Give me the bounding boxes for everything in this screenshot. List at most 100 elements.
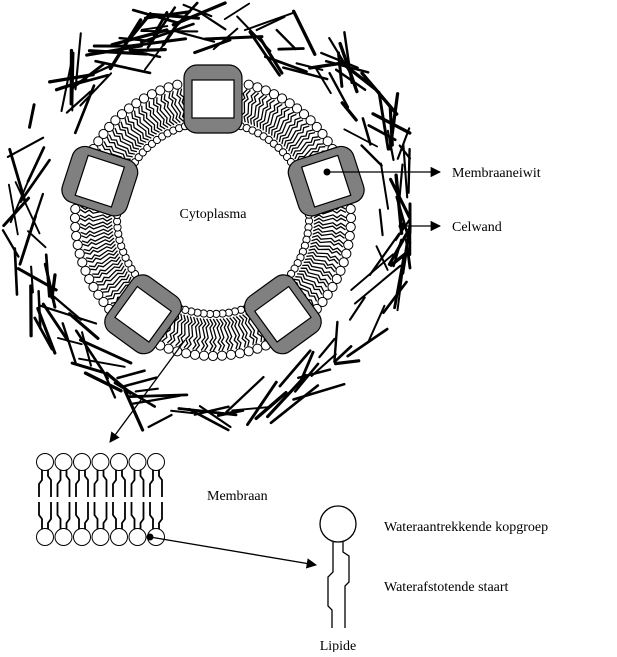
cell-wall-fiber [75,86,94,133]
zoom-tail [95,470,98,497]
zoom-head-bottom [92,529,109,546]
lipid-head-outer [164,344,173,353]
lipid-head-outer [75,249,84,258]
lipid-head-outer [346,204,355,213]
cell-wall-fiber [245,12,295,30]
zoom-head-top [55,454,72,471]
zoom-tail [76,502,79,529]
lipid-tail-left [328,542,333,628]
lipid-head-outer [72,231,81,240]
zoom-head-top [92,454,109,471]
zoom-tail [132,470,135,497]
membrane-protein [100,270,187,359]
cell-wall-fiber [400,165,403,197]
zoom-head-bottom [111,529,128,546]
cell-wall-fiber [3,230,18,256]
cell-wall-fiber [277,30,296,49]
zoom-tail [141,470,144,497]
zoom-tail [76,470,79,497]
lipid-head-outer [199,351,208,360]
lipid-head-outer [190,350,199,359]
lipid-tail [121,122,144,145]
lipid-head-outer [346,222,355,231]
lipid-tail [287,126,310,149]
lipid-head-outer [217,351,226,360]
lipid-head-outer [226,350,235,359]
lipid-head-outer [346,213,355,222]
zoom-tail [39,502,42,529]
cell-wall-fiber [28,148,44,182]
lipid-tail [213,319,216,351]
cell-wall-fiber [118,371,145,378]
lipid-head-outer [253,83,262,92]
lipid-tail [85,244,116,254]
zoom-tail [159,502,162,529]
zoom-tail [104,502,107,529]
protein-core [192,80,234,118]
zoom-tail [85,502,88,529]
zoom-tail [141,502,144,529]
lipid-head-outer [344,240,353,249]
cell-wall-fiber [20,216,36,264]
cell-wall-fiber [131,50,165,51]
membrane-protein [184,65,242,133]
zoom-head-top [129,454,146,471]
cell-wall-label: Celwand [452,220,502,235]
lipid-head-outer [71,222,80,231]
tail-label: Waterafstotende staart [384,580,509,595]
zoom-tail [113,470,116,497]
zoom-head-bottom [129,529,146,546]
zoom-tail [48,470,51,497]
zoom-tail [159,470,162,497]
lipid-head-outer [173,80,182,89]
lipid-tail [314,218,346,221]
lipid-head-outer [182,349,191,358]
lipid-head-outer [345,231,354,240]
cell-wall-fiber [171,411,193,413]
cell-wall-fiber [336,361,359,364]
zoom-tail [67,502,70,529]
zoom-tail [113,502,116,529]
zoomed-membrane-section [37,454,165,546]
lipid-tail [80,222,112,227]
lipid-head-outer [253,344,262,353]
cell-wall-fiber [319,339,334,357]
lipid-head-outer [78,258,87,267]
zoom-tail [58,470,61,497]
zoom-tail [122,470,125,497]
zoom-head-top [111,454,128,471]
zoom-tail [39,470,42,497]
lipid-tail-right [343,542,349,628]
lipid-tail [239,316,249,347]
cell-wall-fiber [63,323,76,363]
zoom-tail [58,502,61,529]
zoom-head-top [74,454,91,471]
lipid-tail [115,128,139,149]
cell-wall-fiber [18,269,56,290]
zoom-tail [48,502,51,529]
cell-wall-fiber [8,138,43,157]
zoom-tail [85,470,88,497]
cell-wall-fiber [79,359,125,367]
cell-wall-fiber [348,329,388,356]
zoom-head-bottom [37,529,54,546]
cell-wall-fiber [380,210,383,235]
zoom-head-top [148,454,165,471]
zoom-head-top [37,454,54,471]
lipid-head-outer [235,349,244,358]
lipid-head-outer [208,351,217,360]
cell-wall-fiber [250,32,280,75]
lipid-tail [210,319,213,351]
lipid-head-outer [342,249,351,258]
cell-wall-fiber [330,73,348,107]
cell-wall-fiber [362,146,382,166]
cell-wall-fiber [279,49,304,50]
zoom-tail [150,502,153,529]
lipid-tail [309,249,339,260]
lipid-tail [282,120,303,144]
head-group-label: Wateraantrekkende kopgroep [384,520,548,535]
cell-wall-fiber [30,105,35,128]
lipid-head-outer [73,240,82,249]
